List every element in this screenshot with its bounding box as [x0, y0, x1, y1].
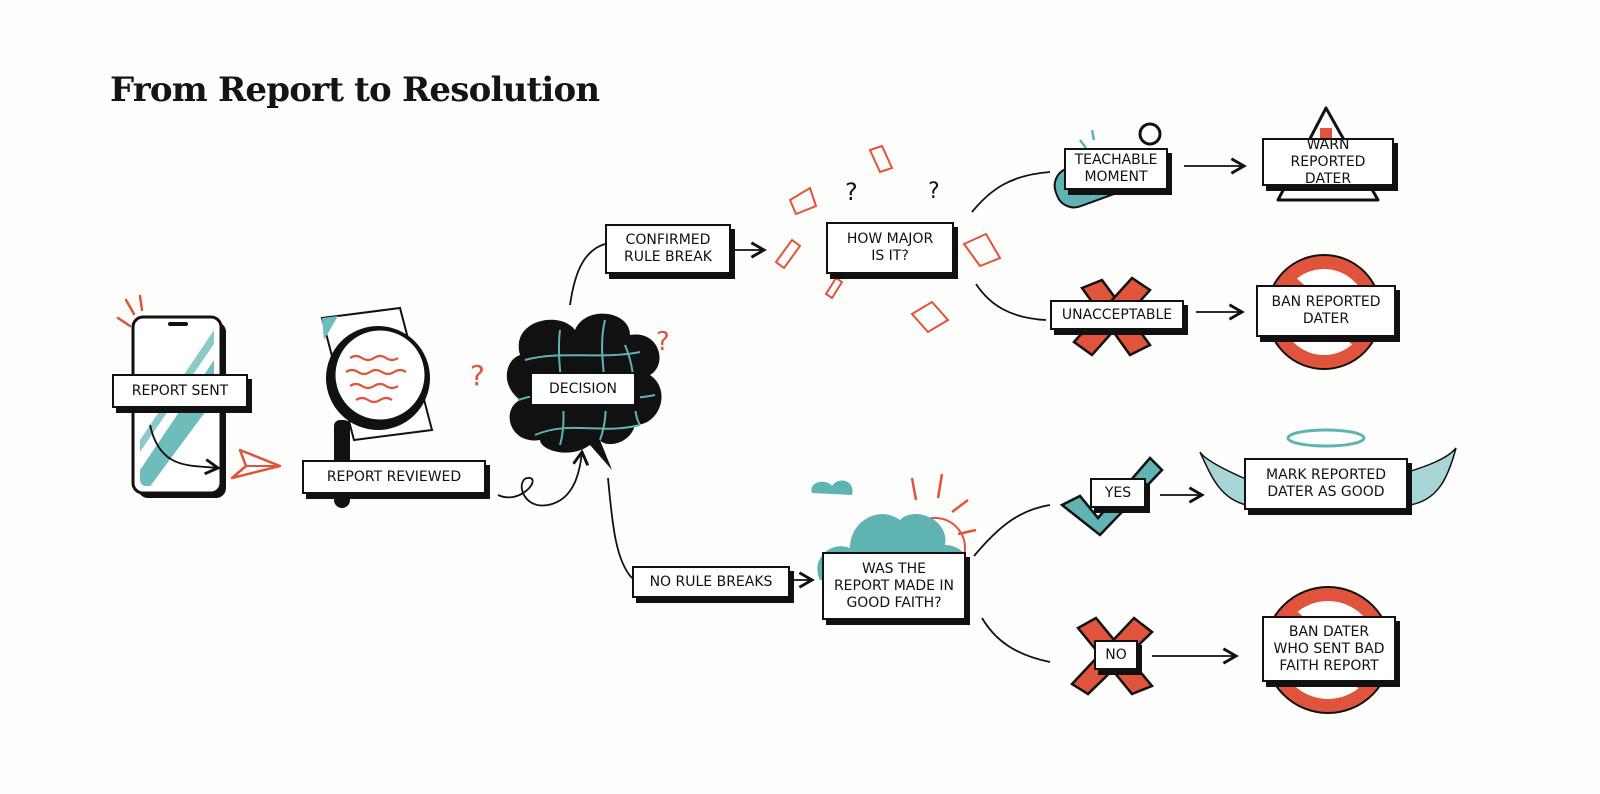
- node-teachable-moment: TEACHABLE MOMENT: [1064, 148, 1168, 190]
- node-unacceptable: UNACCEPTABLE: [1050, 300, 1184, 330]
- node-how-major: HOW MAJOR IS IT?: [826, 222, 954, 274]
- paper-plane-icon: [230, 448, 282, 480]
- node-good-faith: WAS THE REPORT MADE IN GOOD FAITH?: [822, 552, 966, 620]
- node-yes: YES: [1090, 478, 1146, 508]
- node-no-rule-breaks: NO RULE BREAKS: [632, 566, 790, 598]
- node-warn-reported-dater: WARN REPORTED DATER: [1262, 137, 1394, 187]
- node-no: NO: [1094, 640, 1138, 670]
- page-title: From Report to Resolution: [110, 70, 600, 110]
- node-confirmed-rule-break: CONFIRMED RULE BREAK: [605, 224, 731, 274]
- svg-text:?: ?: [845, 178, 858, 206]
- svg-text:?: ?: [656, 327, 670, 357]
- node-decision: DECISION: [530, 372, 636, 406]
- node-report-reviewed: REPORT REVIEWED: [302, 460, 486, 494]
- node-mark-reported-dater-as-good: MARK REPORTED DATER AS GOOD: [1244, 458, 1408, 510]
- question-mark-icon: ?: [470, 359, 485, 392]
- svg-text:?: ?: [928, 179, 940, 204]
- check-mark-icon: [1059, 456, 1164, 537]
- magnifier-document-icon: [320, 306, 434, 508]
- node-report-sent: REPORT SENT: [112, 374, 248, 408]
- node-ban-bad-faith: BAN DATER WHO SENT BAD FAITH REPORT: [1262, 616, 1396, 682]
- node-ban-reported-dater: BAN REPORTED DATER: [1256, 285, 1396, 337]
- wings-halo-icon: [1199, 428, 1457, 506]
- confetti-icon: [774, 144, 1002, 334]
